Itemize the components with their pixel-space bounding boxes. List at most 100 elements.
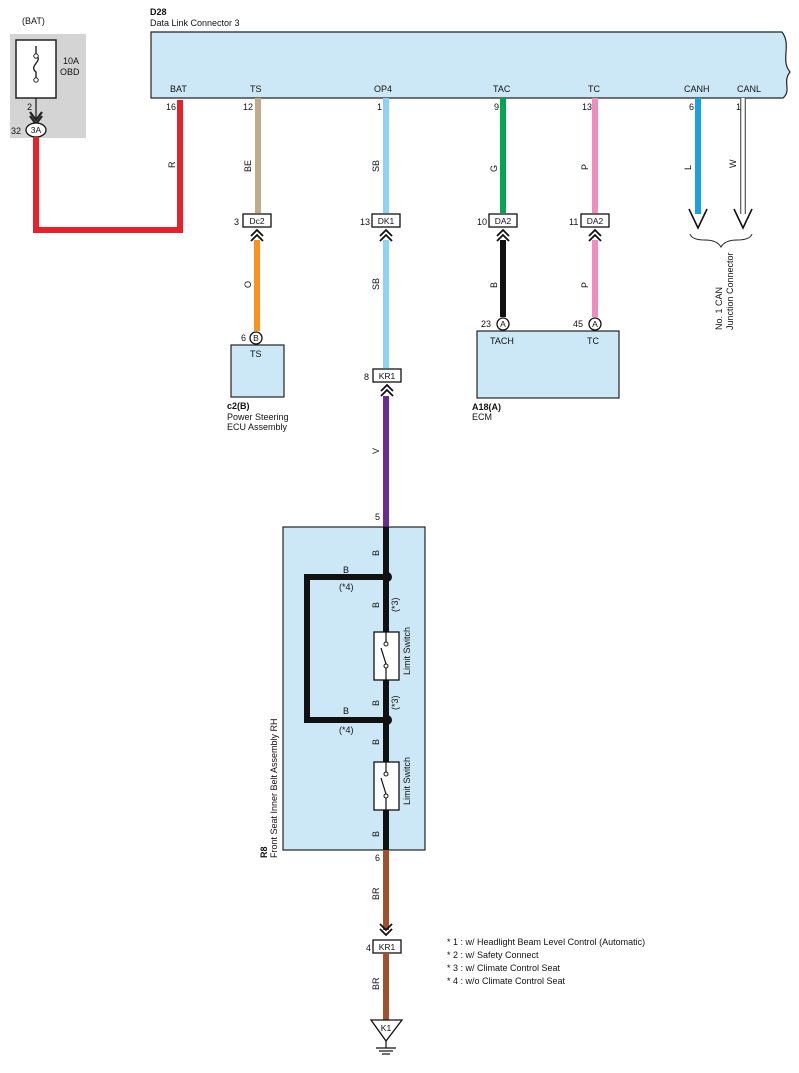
connector-kr1-top-pin: 8 — [364, 372, 369, 382]
ecm-code: A18(A) — [472, 402, 501, 412]
ps-name-line2: ECU Assembly — [227, 422, 288, 432]
connector-kr1-bottom-chevron-icon — [379, 923, 393, 937]
dlc-pin-num-op4: 1 — [377, 102, 382, 112]
dlc-pin-label-tac: TAC — [493, 84, 511, 94]
note-3: * 3 : w/ Climate Control Seat — [447, 963, 561, 973]
wire-gnd-lower-color: BR — [371, 977, 381, 990]
ls2-contact-bottom — [383, 793, 389, 799]
ps-pin-circle — [249, 331, 263, 345]
wire-op4-lower-color: V — [371, 448, 381, 454]
fuse-terminal-bottom — [33, 77, 39, 83]
ecm-pin-tc-circle — [588, 317, 602, 331]
seat-code: R8 — [259, 846, 269, 858]
connector-da2-tc-label: DA2 — [587, 216, 604, 226]
wire-tac-upper-color: G — [489, 165, 499, 172]
dlc-pin-label-op4: OP4 — [374, 84, 392, 94]
wire-canh-color: L — [683, 165, 693, 170]
dlc-pin-num-tc: 13 — [582, 102, 592, 112]
note-2: * 2 : w/ Safety Connect — [447, 950, 539, 960]
ecm-term-tc: TC — [587, 336, 599, 346]
limit-switch-2-label: Limit Switch — [402, 757, 412, 805]
fuse-block: (BAT) 10A OBD 2 32 3A — [10, 16, 86, 138]
connector-da2-tac-label: DA2 — [495, 216, 512, 226]
connector-da2-tac-pin: 10 — [477, 217, 487, 227]
dlc-pin-label-canh: CANH — [684, 84, 710, 94]
note-1: * 1 : w/ Headlight Beam Level Control (A… — [447, 937, 645, 947]
seat-wire-label-bypass-bottom: B — [343, 706, 349, 716]
ecm-pin-tc: 45 — [573, 319, 583, 329]
wire-tac-lower-color: B — [489, 282, 499, 288]
switch-blade-icon-1 — [380, 647, 387, 665]
seat-belt-assembly: 5 6 B B (*4) B (*3) B (*3) B (*4) B B Li… — [259, 512, 426, 863]
connector-da2-tc — [580, 213, 610, 228]
can-junction-line1: No. 1 CAN — [714, 287, 724, 330]
splice-top — [382, 572, 392, 582]
connector-kr1-top — [372, 368, 402, 383]
dlc-name: Data Link Connector 3 — [150, 18, 240, 28]
dlc-body — [150, 31, 791, 99]
dlc-pin-num-bat: 16 — [166, 102, 176, 112]
seat-note4-bottom: (*4) — [339, 725, 354, 735]
seat-wire-label-bypass-top: B — [343, 565, 349, 575]
can-brace-icon — [689, 233, 753, 249]
connector-da2-tac — [488, 213, 518, 228]
connector-kr1-top-label: KR1 — [379, 371, 396, 381]
connector-kr1-bottom-label: KR1 — [379, 942, 396, 952]
ecm-name: ECM — [472, 412, 492, 422]
connector-kr1-bottom-pin: 4 — [366, 943, 371, 953]
ps-code: c2(B) — [227, 401, 250, 411]
wire-gnd-upper-color: BR — [371, 887, 381, 900]
dlc-pin-num-tac: 9 — [494, 102, 499, 112]
connector-dc2-pin: 3 — [234, 217, 239, 227]
wire-op4-upper-color: SB — [371, 160, 381, 172]
connector-dc2-chevron-icon — [250, 228, 264, 242]
ecm-pin-tach-circle — [496, 317, 510, 331]
ground-triangle-icon — [369, 1019, 404, 1043]
dlc-pin-num-canh: 6 — [689, 102, 694, 112]
seat-wire-label-2: B — [371, 602, 381, 608]
connector-da2-tac-chevron-icon — [496, 228, 510, 242]
wire-tc-lower-color: P — [580, 282, 590, 288]
ps-pin: 6 — [241, 333, 246, 343]
seat-name: Front Seat Inner Belt Assembly RH — [269, 718, 279, 858]
seat-wire-label-1: B — [371, 550, 381, 556]
connector-da2-tc-chevron-icon — [588, 228, 602, 242]
ls1-contact-top — [383, 641, 389, 647]
seat-pin-bottom: 6 — [375, 853, 380, 863]
splice-bottom — [382, 715, 392, 725]
wire-bat-color: R — [167, 161, 177, 168]
ls1-contact-bottom — [383, 663, 389, 669]
fuse-name: OBD — [60, 67, 80, 77]
seat-bypass-wire — [304, 574, 386, 723]
ground-name: K1 — [381, 1023, 392, 1033]
connector-dk1-chevron-icon — [379, 228, 393, 242]
connector-dc2-label: Dc2 — [249, 216, 264, 226]
seat-wire-label-4: B — [371, 739, 381, 745]
fuse-source-label: (BAT) — [22, 16, 45, 26]
ecm-pin-tach: 23 — [481, 319, 491, 329]
wire-canl-color: W — [728, 159, 738, 168]
connector-kr1-top-chevron-icon — [380, 383, 394, 397]
power-steering-ecu-box — [230, 344, 285, 398]
junction-3a-label: 3A — [31, 125, 42, 135]
seat-wire-label-5: B — [371, 831, 381, 837]
ecm-pin-tc-letter: A — [592, 319, 598, 329]
fuse-pin-label: 2 — [27, 102, 32, 112]
dlc-pin-label-ts: TS — [250, 84, 262, 94]
dlc-pin-label-tc: TC — [588, 84, 600, 94]
seat-wire-label-3: B — [371, 700, 381, 706]
ps-terminal: TS — [250, 349, 262, 359]
wire-ts-upper-color: BE — [243, 160, 253, 172]
ps-name-line1: Power Steering — [227, 412, 289, 422]
wire-op4-mid-color: SB — [371, 278, 381, 290]
seat-note3-bottom: (*3) — [390, 695, 400, 710]
fuse-terminal-top — [33, 53, 39, 59]
connector-da2-tc-pin: 11 — [569, 217, 578, 227]
wire-tc-upper-color: P — [580, 164, 590, 170]
switch-blade-icon-2 — [380, 777, 387, 795]
seat-note4-top: (*4) — [339, 582, 354, 592]
seat-pin-top: 5 — [375, 512, 380, 522]
canh-arrow-icon — [688, 208, 708, 230]
ps-pin-letter: B — [253, 333, 259, 343]
limit-switch-1-label: Limit Switch — [402, 627, 412, 675]
